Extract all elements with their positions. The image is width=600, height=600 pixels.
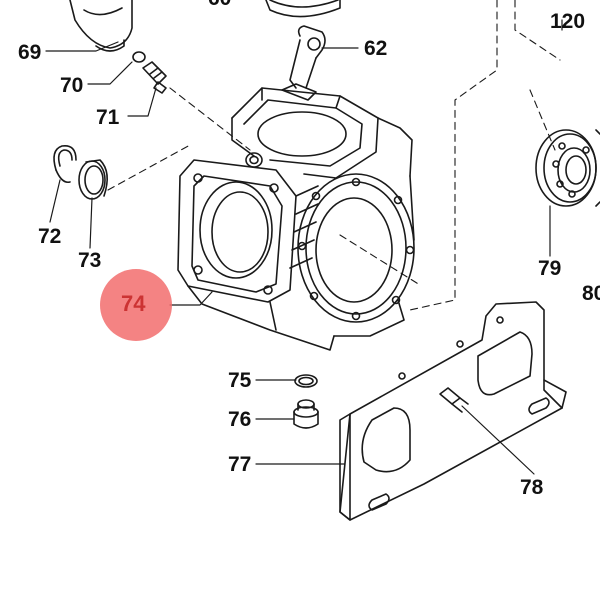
callout-75: 75	[228, 369, 252, 392]
callout-77: 77	[228, 453, 252, 476]
part-71-fitting	[142, 61, 167, 94]
part-72-snap-ring	[53, 144, 77, 184]
part-77-bracket	[339, 301, 567, 521]
callout-71: 71	[96, 106, 120, 129]
part-73-seal	[78, 159, 108, 200]
callout-79: 79	[538, 257, 562, 280]
part-69-cup	[69, 0, 341, 52]
callout-78: 78	[520, 476, 544, 499]
callout-72: 72	[38, 225, 62, 248]
callout-120: 120	[550, 10, 586, 33]
part-79-bearing	[535, 129, 600, 207]
callout-80-partial: 80	[582, 282, 600, 305]
part-62-connecting-rod	[281, 25, 326, 101]
part-70-o-ring	[132, 51, 146, 63]
callout-69: 69	[18, 41, 42, 64]
part-76-plug	[293, 399, 319, 429]
callout-62: 62	[364, 37, 388, 60]
callout-clipped-top: 60	[208, 0, 231, 9]
callout-70: 70	[60, 74, 84, 97]
part-78-bolt	[439, 387, 469, 413]
dashed-assembly-lines	[107, 0, 561, 311]
part-74-housing	[177, 87, 415, 351]
leader-lines	[45, 19, 563, 475]
callout-76: 76	[228, 408, 252, 431]
highlight-marker[interactable]	[100, 269, 172, 341]
callout-73: 73	[78, 249, 102, 272]
callout-74[interactable]: 74	[121, 291, 146, 316]
part-75-o-ring	[294, 374, 318, 388]
